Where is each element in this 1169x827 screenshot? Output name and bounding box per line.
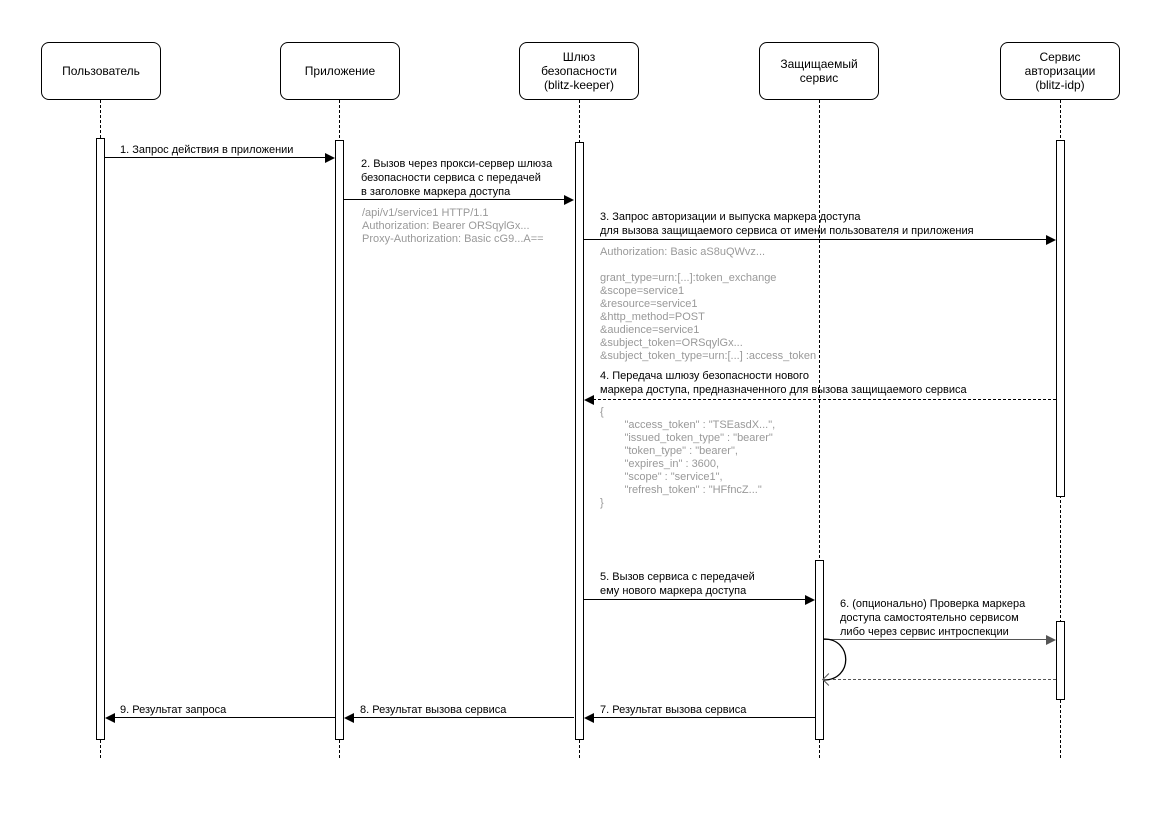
message-1-label: 1. Запрос действия в приложении	[120, 144, 294, 156]
message-9-arrowhead	[105, 713, 115, 723]
message-6-return-line	[833, 679, 1056, 680]
message-3-arrowhead	[1046, 235, 1056, 245]
message-1-arrowhead	[325, 153, 335, 163]
message-3-label: 3. Запрос авторизации и выпуска маркера …	[600, 211, 974, 237]
message-2-detail: /api/v1/service1 HTTP/1.1 Authorization:…	[362, 207, 544, 245]
message-5-arrowhead	[805, 595, 815, 605]
actor-protected-service-label: Защищаемый сервис	[780, 57, 858, 85]
message-7-arrowhead	[584, 713, 594, 723]
message-6-label: 6. (опционально) Проверка маркера доступ…	[840, 598, 1026, 638]
message-2-line	[344, 199, 565, 200]
message-8-label: 8. Результат вызова сервиса	[360, 704, 507, 716]
message-4-line	[593, 399, 1056, 400]
lifeline-protected-service	[819, 100, 820, 758]
message-1-line	[105, 157, 326, 158]
actor-gateway-label: Шлюз безопасности (blitz-keeper)	[541, 50, 617, 92]
activation-idp-2	[1056, 621, 1065, 700]
self-check-arc	[823, 638, 847, 681]
message-8-line	[353, 717, 574, 718]
activation-user	[96, 138, 105, 740]
message-5-label: 5. Вызов сервиса с передачей ему нового …	[600, 571, 755, 597]
message-4-arrowhead	[584, 395, 594, 405]
message-2-label: 2. Вызов через прокси-сервер шлюза безоп…	[361, 158, 553, 198]
actor-gateway: Шлюз безопасности (blitz-keeper)	[519, 42, 639, 100]
message-9-label: 9. Результат запроса	[120, 704, 227, 716]
activation-idp-1	[1056, 140, 1065, 497]
actor-protected-service: Защищаемый сервис	[759, 42, 879, 100]
message-5-line	[584, 599, 806, 600]
message-7-line	[593, 717, 815, 718]
actor-user-label: Пользователь	[62, 64, 140, 78]
activation-protected-service	[815, 560, 824, 740]
actor-idp-label: Сервис авторизации (blitz-idp)	[1024, 50, 1096, 92]
actor-application: Приложение	[280, 42, 400, 100]
message-3-line	[584, 239, 1047, 240]
actor-application-label: Приложение	[304, 64, 376, 78]
message-6-line	[824, 639, 1047, 640]
message-8-arrowhead	[344, 713, 354, 723]
activation-gateway	[575, 142, 584, 740]
activation-application	[335, 140, 344, 740]
message-4-detail: { "access_token" : "TSEasdX...", "issued…	[600, 406, 776, 509]
message-7-label: 7. Результат вызова сервиса	[600, 704, 747, 716]
message-3-detail: Authorization: Basic aS8uQWvz... grant_t…	[600, 246, 817, 362]
message-6-arrowhead	[1046, 635, 1056, 645]
actor-user: Пользователь	[41, 42, 161, 100]
message-2-arrowhead	[564, 195, 574, 205]
message-9-line	[114, 717, 335, 718]
message-4-label: 4. Передача шлюзу безопасности нового ма…	[600, 370, 967, 396]
actor-idp: Сервис авторизации (blitz-idp)	[1000, 42, 1120, 100]
